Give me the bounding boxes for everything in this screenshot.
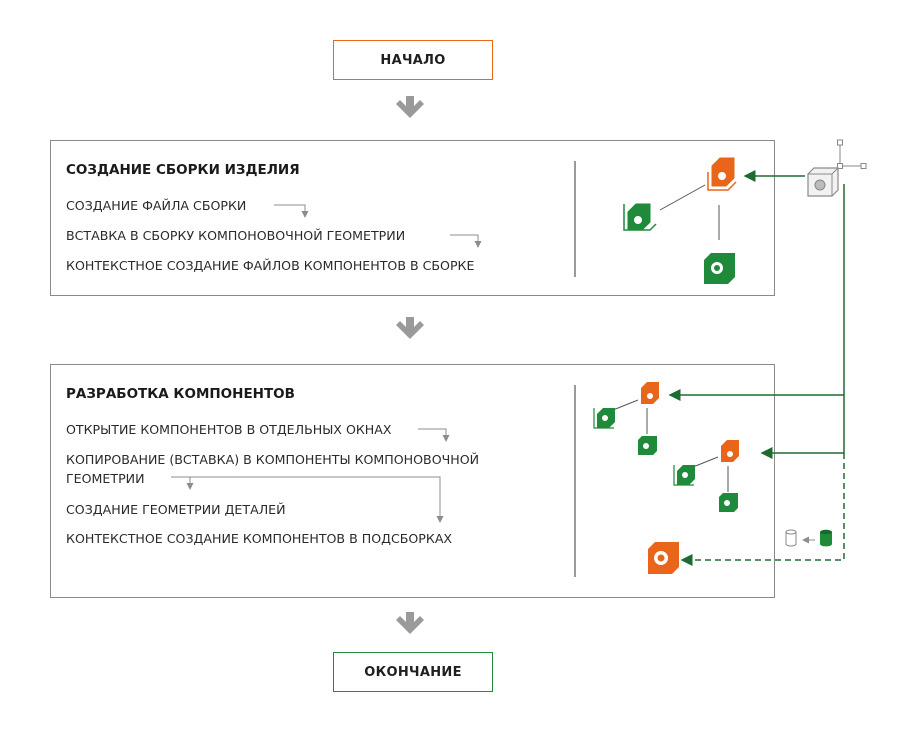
assembly-tree <box>659 184 720 240</box>
part-icon <box>719 493 738 512</box>
components-step-1: ОТКРЫТИЕ КОМПОНЕНТОВ В ОТДЕЛЬНЫХ ОКНАХ <box>66 422 392 437</box>
assembly-icon <box>721 440 739 462</box>
final-part-icon <box>648 542 679 574</box>
step-connector <box>171 428 450 523</box>
start-label: НАЧАЛО <box>380 52 446 68</box>
part-icon <box>704 253 735 284</box>
panel-divider <box>574 385 576 577</box>
panel-divider <box>574 161 576 277</box>
assembly-step-2: ВСТАВКА В СБОРКУ КОМПОНОВОЧНОЙ ГЕОМЕТРИИ <box>66 228 406 243</box>
components-step-3: СОЗДАНИЕ ГЕОМЕТРИИ ДЕТАЛЕЙ <box>66 502 286 517</box>
assembly-step-3: КОНТЕКСТНОЕ СОЗДАНИЕ ФАЙЛОВ КОМПОНЕНТОВ … <box>66 258 475 273</box>
flow-down-arrow-icon <box>396 96 424 118</box>
components-step-2a: КОПИРОВАНИЕ (ВСТАВКА) В КОМПОНЕНТЫ КОМПО… <box>66 452 480 467</box>
assembly-icon <box>641 382 659 404</box>
part-icon <box>638 436 657 455</box>
stage-assembly-title: СОЗДАНИЕ СБОРКИ ИЗДЕЛИЯ <box>66 162 300 178</box>
component-tree <box>612 399 729 492</box>
flow-down-arrow-icon <box>396 612 424 634</box>
layout-geometry-icon <box>807 139 867 197</box>
stage-components-title: РАЗРАБОТКА КОМПОНЕНТОВ <box>66 386 295 402</box>
subassembly-icon <box>593 408 615 429</box>
start-node: НАЧАЛО <box>333 40 493 80</box>
assembly-icon <box>707 157 737 191</box>
assembly-step-1: СОЗДАНИЕ ФАЙЛА СБОРКИ <box>66 198 247 213</box>
layout-link <box>668 170 845 566</box>
flow-down-arrow-icon <box>396 317 424 339</box>
components-step-2b: ГЕОМЕТРИИ <box>66 471 145 486</box>
cylinder-outline-icon <box>785 529 797 547</box>
cylinder-solid-icon <box>820 529 832 547</box>
step-connector <box>274 204 482 248</box>
subassembly-icon <box>673 465 695 486</box>
components-step-4: КОНТЕКСТНОЕ СОЗДАНИЕ КОМПОНЕНТОВ В ПОДСБ… <box>66 531 453 546</box>
end-label: ОКОНЧАНИЕ <box>364 664 462 680</box>
end-node: ОКОНЧАНИЕ <box>333 652 493 692</box>
subassembly-icon <box>623 203 657 231</box>
stage-assembly-panel: СОЗДАНИЕ СБОРКИ ИЗДЕЛИЯ СОЗДАНИЕ ФАЙЛА С… <box>50 140 775 296</box>
